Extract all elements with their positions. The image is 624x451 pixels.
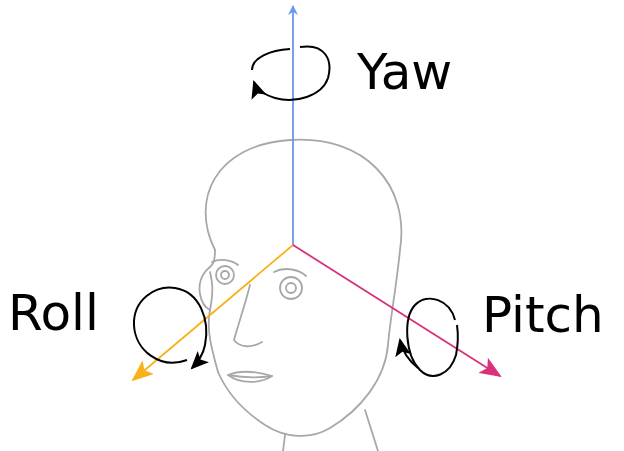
- yaw-label: Yaw: [357, 47, 452, 97]
- yaw-axis: [292, 6, 294, 245]
- pitch-label: Pitch: [482, 290, 604, 340]
- pitch-axis: [293, 245, 500, 376]
- pitch-rotation-arrow: [400, 340, 418, 368]
- roll-label: Roll: [8, 288, 99, 338]
- yaw-rotation-arc: [252, 49, 290, 70]
- rotation-arrows: [134, 46, 458, 375]
- roll-rotation-arrow: [134, 288, 206, 368]
- roll-axis: [133, 245, 293, 380]
